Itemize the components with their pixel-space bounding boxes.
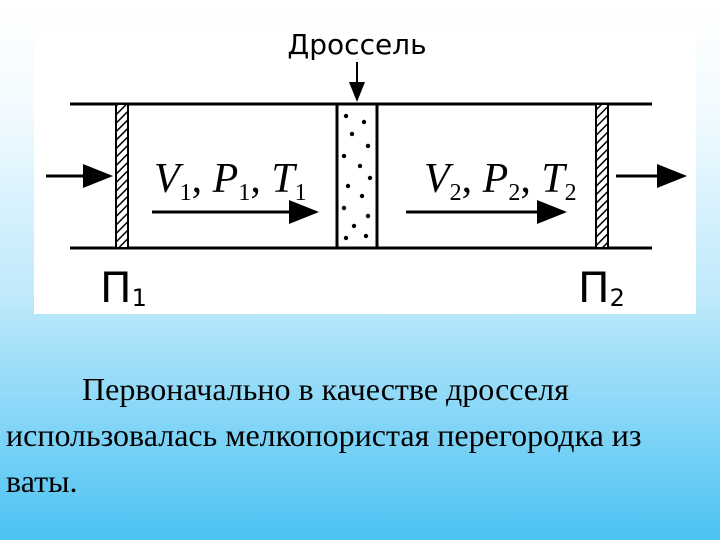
pore-dot (343, 235, 349, 241)
pore-dot (341, 153, 347, 159)
pore-dot (351, 223, 357, 229)
pore-dot (361, 119, 367, 125)
pore-dot (363, 233, 369, 239)
pore-dot (367, 175, 373, 181)
pore-dot (357, 163, 363, 169)
throttle-pores (341, 113, 373, 241)
piston-left-shape (115, 103, 129, 249)
pore-dot (365, 213, 371, 219)
throttle-plug (335, 102, 379, 250)
left-state-label: V1, P1, T1 (154, 156, 307, 206)
throttle-label: Дроссель (287, 28, 426, 61)
throttle-diagram-svg: Дроссель V1, P1, T1 V2, P2, T2 П1 П2 (46, 28, 687, 312)
right-state-label: V2, P2, T2 (424, 156, 577, 206)
piston-left-label: П1 (100, 263, 147, 312)
pore-dot (365, 143, 371, 149)
pore-dot (343, 113, 349, 119)
piston-right-label: П2 (578, 263, 625, 312)
piston-right-shape (595, 103, 609, 249)
caption-text: Первоначально в качестве дросселя исполь… (6, 371, 642, 499)
pore-dot (359, 193, 365, 199)
throttle-diagram: Дроссель V1, P1, T1 V2, P2, T2 П1 П2 (34, 26, 696, 314)
pore-dot (341, 205, 347, 211)
pore-dot (349, 131, 355, 137)
pore-dot (345, 183, 351, 189)
